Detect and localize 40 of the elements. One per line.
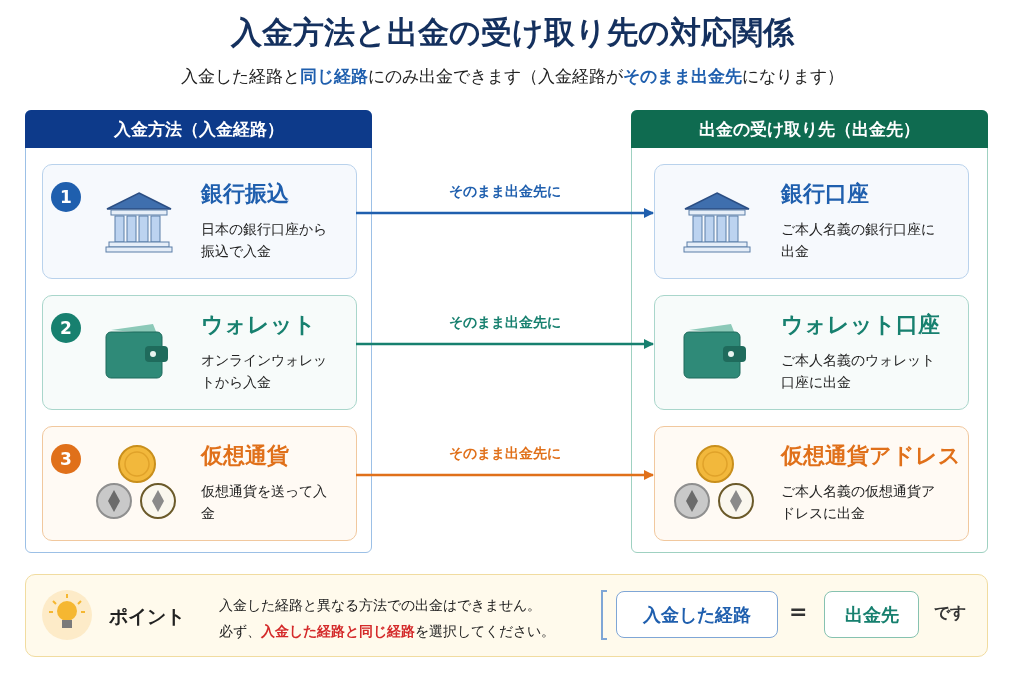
title: 入金方法と出金の受け取り先の対応関係 <box>229 13 796 52</box>
panel-header: 入金方法（入金経路） <box>25 110 372 148</box>
equals-sign: = <box>789 599 808 624</box>
card-title: 銀行振込 <box>201 180 289 208</box>
point-heading: ポイント <box>109 604 185 629</box>
panel-header: 出金の受け取り先（出金先） <box>631 110 988 148</box>
group-panel <box>631 110 988 553</box>
card-description: ご本人名義の仮想通貨アドレスに出金 <box>781 482 936 523</box>
card-title: 銀行口座 <box>781 180 869 208</box>
method-card <box>654 295 969 410</box>
card-description: ご本人名義の銀行口座に出金 <box>781 220 936 261</box>
method-card <box>654 164 969 279</box>
group-panel <box>25 110 372 553</box>
method-card <box>42 164 357 279</box>
card-title: 仮想通貨アドレス <box>781 442 961 470</box>
term-text: 入金した経路 <box>643 602 751 627</box>
method-card <box>42 426 357 541</box>
suffix-text: です <box>934 603 966 624</box>
term-box <box>824 591 919 638</box>
number-badge: 3 <box>51 444 81 474</box>
term-text: 出金先 <box>844 602 899 627</box>
arrow <box>356 208 654 218</box>
card-description: 仮想通貨を送って入金 <box>201 482 328 523</box>
card-title: ウォレット口座 <box>781 311 940 339</box>
term-box <box>616 591 778 638</box>
arrow <box>356 470 654 480</box>
note-text: 必ず、入金した経路と同じ経路を選択してください。 <box>219 623 555 641</box>
card-description: ご本人名義のウォレット口座に出金 <box>781 351 936 392</box>
number-badge: 1 <box>51 182 81 212</box>
subtitle: 入金した経路と同じ経路にのみ出金できます（入金経路がそのまま出金先になります） <box>179 66 845 88</box>
note-text: 入金した経路と異なる方法での出金はできません。 <box>219 597 541 615</box>
number-badge: 2 <box>51 313 81 343</box>
card-description: オンラインウォレットから入金 <box>201 351 328 392</box>
method-card <box>654 426 969 541</box>
card-description: 日本の銀行口座から振込で入金 <box>201 220 328 261</box>
card-title: 仮想通貨 <box>201 442 289 470</box>
method-card <box>42 295 357 410</box>
arrow <box>356 339 654 349</box>
note-panel <box>25 574 988 657</box>
card-title: ウォレット <box>201 311 316 339</box>
